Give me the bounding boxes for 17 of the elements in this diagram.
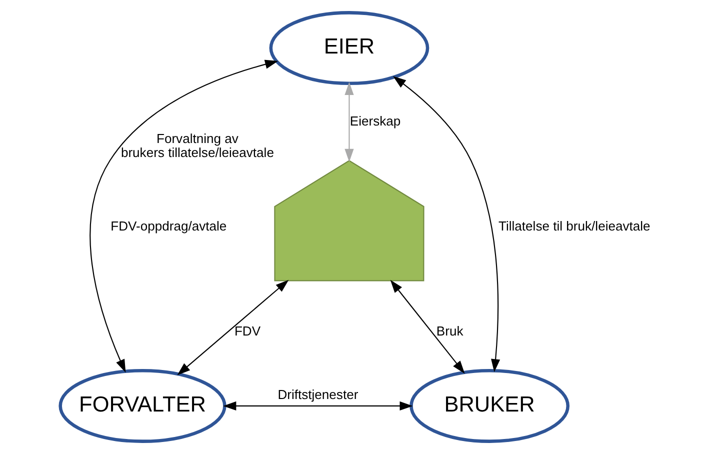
edge-label: Driftstjenester — [277, 386, 358, 402]
node-ellipse: FORVALTER — [58, 368, 226, 443]
arrow — [344, 82, 354, 162]
node-ellipse: BRUKER — [409, 368, 570, 443]
arrow — [390, 280, 464, 374]
arrow — [176, 280, 288, 376]
edge-label: FDV-oppdrag/avtale — [110, 218, 226, 234]
arrow — [392, 76, 500, 372]
arrow — [222, 401, 412, 411]
edge-label: Tillatelse til bruk/leieavtale — [498, 218, 650, 234]
edge-label: Eierskap — [349, 113, 400, 128]
node-label: Forvaltning av brukers tillatelse/leieavtale — [120, 130, 274, 160]
edge-label: FDV — [234, 323, 260, 338]
node-house — [274, 160, 424, 282]
arrow — [89, 60, 278, 373]
node-ellipse: EIER — [268, 11, 429, 86]
edge-label: Bruk — [436, 323, 463, 338]
